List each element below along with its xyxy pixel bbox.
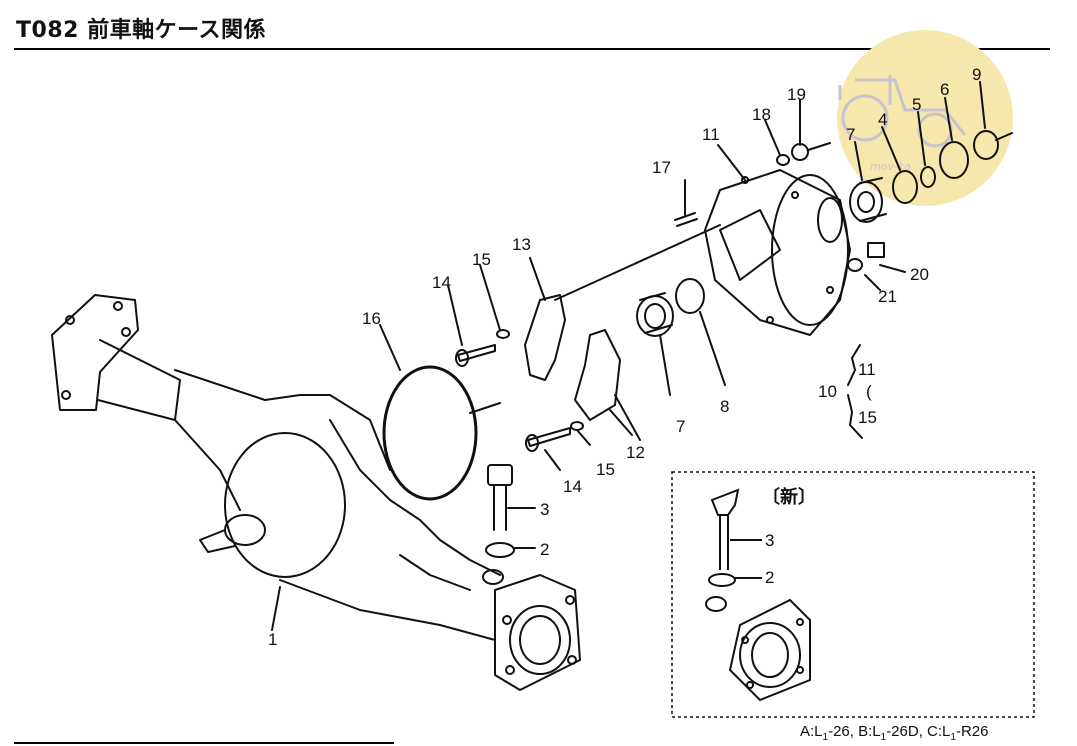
bearing-holder-part-13 bbox=[524, 224, 721, 381]
callout-19: 19 bbox=[787, 85, 806, 104]
new-washer-part-2 bbox=[708, 573, 736, 587]
model-a-sub: 1 bbox=[822, 732, 829, 743]
callout-2: 2 bbox=[540, 540, 549, 559]
callout-20: 20 bbox=[910, 265, 929, 284]
model-a-suffix: -26, bbox=[828, 723, 854, 740]
callout-7-lower: 7 bbox=[676, 417, 685, 436]
callout-9: 9 bbox=[972, 65, 981, 84]
ring-part-5 bbox=[920, 166, 936, 188]
callout-18: 18 bbox=[752, 105, 771, 124]
callout-17: 17 bbox=[652, 158, 671, 177]
callout-4: 4 bbox=[878, 110, 887, 129]
stud-part-17 bbox=[674, 212, 698, 227]
dipstick-part-3 bbox=[482, 464, 515, 585]
group-range-to: 15 bbox=[858, 408, 877, 427]
seal-part-6 bbox=[939, 141, 969, 179]
page-title: T082 前車軸ケース関係 bbox=[16, 18, 266, 43]
model-c-suffix: -R26 bbox=[955, 723, 989, 740]
callout-inset-3: 3 bbox=[765, 531, 774, 550]
inset-frame bbox=[671, 471, 1035, 718]
callout-7-upper: 7 bbox=[846, 125, 855, 144]
header-divider bbox=[14, 48, 1050, 50]
model-b-sub: 1 bbox=[880, 732, 887, 743]
bolt-part-20 bbox=[867, 242, 885, 258]
callout-15-lower: 15 bbox=[596, 460, 615, 479]
washer-part-15-upper bbox=[496, 329, 510, 339]
bearing-part-7-upper bbox=[849, 177, 887, 223]
bolt-part-14-upper bbox=[455, 344, 496, 367]
callout-13: 13 bbox=[512, 235, 531, 254]
housing-part-11 bbox=[704, 169, 851, 336]
callout-14-lower: 14 bbox=[563, 477, 582, 496]
callout-group-10: 10 bbox=[818, 382, 837, 401]
group-bracket-line bbox=[847, 344, 861, 386]
footer-divider bbox=[14, 742, 394, 744]
callout-5: 5 bbox=[912, 95, 921, 114]
new-type-inset: 〔新〕 3 2 bbox=[671, 471, 1035, 718]
model-a-prefix: A:L bbox=[800, 723, 823, 740]
callout-11: 11 bbox=[702, 125, 720, 144]
callout-1: 1 bbox=[268, 630, 277, 649]
bearing-part-4 bbox=[892, 170, 918, 204]
callout-16: 16 bbox=[362, 309, 381, 328]
ring-part-8 bbox=[675, 278, 705, 314]
callout-8: 8 bbox=[720, 397, 729, 416]
watermark-text: mov-ka bbox=[870, 160, 911, 173]
nut-part-19 bbox=[791, 143, 809, 161]
axle-case-part-1 bbox=[51, 294, 581, 691]
model-b-prefix: B:L bbox=[858, 723, 881, 740]
model-c-prefix: C:L bbox=[927, 723, 951, 740]
washer-part-21 bbox=[847, 258, 863, 272]
model-c-sub: 1 bbox=[950, 732, 956, 743]
washer-part-18 bbox=[776, 154, 790, 166]
callout-inset-2: 2 bbox=[765, 568, 774, 587]
new-dipstick-part-3 bbox=[710, 488, 740, 516]
callout-12: 12 bbox=[626, 443, 645, 462]
group-range-from: 11 bbox=[858, 360, 876, 379]
callout-6: 6 bbox=[940, 80, 949, 99]
group-range-sign: ( bbox=[866, 382, 872, 401]
model-b-suffix: -26D, bbox=[886, 723, 923, 740]
nut-part-9 bbox=[973, 130, 999, 160]
bearing-holder-part-12 bbox=[574, 329, 641, 441]
applicable-models: A:L1-26, B:L1-26D, C:L1-R26 bbox=[800, 723, 988, 743]
inset-new-label: 〔新〕 bbox=[762, 486, 816, 508]
callout-3: 3 bbox=[540, 500, 549, 519]
bearing-part-7-lower bbox=[636, 292, 674, 337]
group-bracket-line bbox=[847, 394, 863, 439]
washer-part-15-lower bbox=[570, 421, 584, 431]
callout-21: 21 bbox=[878, 287, 897, 306]
o-ring-part-16 bbox=[382, 365, 478, 501]
bolt-part-14-lower bbox=[525, 427, 571, 452]
callout-14-upper: 14 bbox=[432, 273, 451, 292]
tractor-icon bbox=[838, 75, 967, 148]
watermark-logo: mov-ka bbox=[837, 30, 1013, 206]
callout-15-upper: 15 bbox=[472, 250, 491, 269]
